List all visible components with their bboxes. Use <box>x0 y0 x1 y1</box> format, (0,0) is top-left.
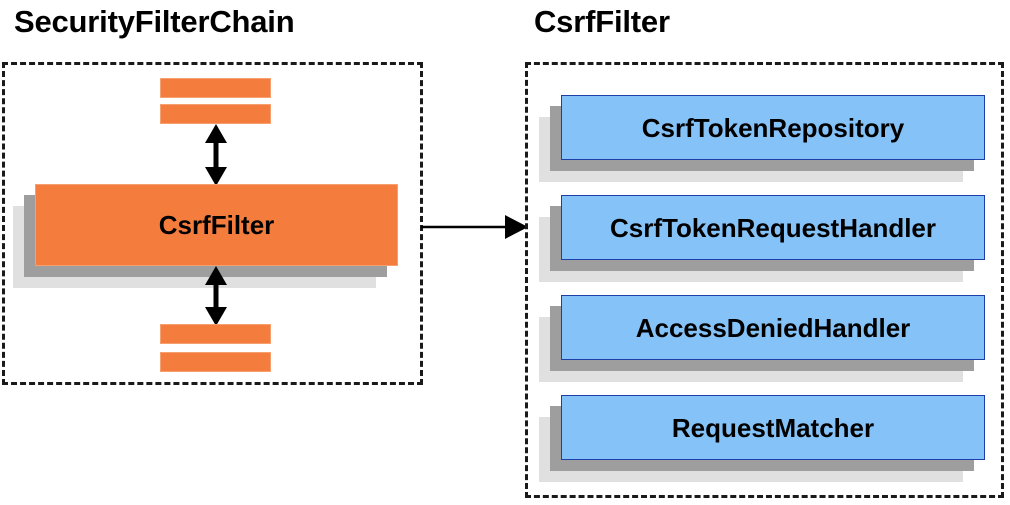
filter-bar-above-1 <box>160 78 271 98</box>
collaborator-box-request-matcher[interactable]: RequestMatcher <box>539 395 985 482</box>
double-arrow-up-icon <box>205 124 227 186</box>
collaborator-label: AccessDeniedHandler <box>635 312 911 343</box>
collaborator-face: CsrfTokenRequestHandler <box>561 195 985 260</box>
filter-bar-above-2 <box>160 104 271 124</box>
collaborator-box-csrf-token-repository[interactable]: CsrfTokenRepository <box>539 95 985 182</box>
collaborator-face: AccessDeniedHandler <box>561 295 985 360</box>
panel-title-security-filter-chain: SecurityFilterChain <box>14 4 295 39</box>
panel-title-csrf-filter: CsrfFilter <box>534 4 670 39</box>
double-arrow-down-icon <box>205 266 227 326</box>
csrf-filter-label: CsrfFilter <box>158 210 275 240</box>
security-filter-chain-container <box>2 62 423 385</box>
expand-arrow-right-icon <box>421 215 528 239</box>
collaborator-face: CsrfTokenRepository <box>561 95 985 160</box>
collaborator-label: RequestMatcher <box>671 412 875 443</box>
collaborator-label: CsrfTokenRepository <box>641 112 905 143</box>
collaborator-box-access-denied-handler[interactable]: AccessDeniedHandler <box>539 295 985 382</box>
collaborator-face: RequestMatcher <box>561 395 985 460</box>
collaborator-box-csrf-token-request-handler[interactable]: CsrfTokenRequestHandler <box>539 195 985 282</box>
csrf-filter-box[interactable]: CsrfFilter <box>13 184 398 288</box>
filter-bar-below-1 <box>160 324 271 344</box>
csrf-filter-face: CsrfFilter <box>35 184 398 266</box>
csrf-filter-container <box>525 62 1004 498</box>
collaborator-label: CsrfTokenRequestHandler <box>609 212 937 243</box>
filter-bar-below-2 <box>160 352 271 372</box>
